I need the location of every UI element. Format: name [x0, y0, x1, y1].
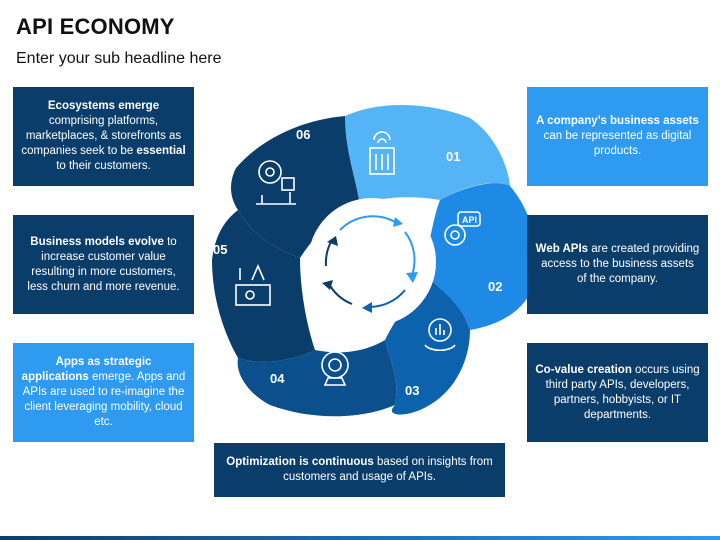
office-building-icon — [369, 131, 395, 175]
segment-number-05: 05 — [213, 242, 227, 257]
segment-number-02: 02 — [488, 279, 502, 294]
box-06-bold: Ecosystems emerge — [47, 100, 160, 112]
segment-number-04: 04 — [270, 371, 285, 386]
box-02-text: are created providing access to the busi… — [541, 243, 700, 285]
page-title: API ECONOMY — [16, 14, 175, 39]
box-03-text: occurs using third party APIs, developer… — [545, 363, 700, 421]
page-subtitle: Enter your sub headline here — [16, 50, 222, 67]
analytics-hand-icon — [424, 318, 456, 352]
text-box-01: A company’s business assets can be repre… — [527, 87, 708, 186]
box-01-bold: A company’s business assets — [536, 115, 699, 127]
text-box-03: Co-value creation occurs using third par… — [527, 343, 708, 442]
box-02-bold: Web APIs — [535, 243, 589, 255]
segment-01 — [345, 104, 510, 205]
segment-04 — [237, 340, 397, 417]
svg-text:API: API — [462, 215, 477, 225]
lightbulb-network-icon — [256, 160, 296, 205]
cycle-arrowheads — [322, 217, 418, 313]
business-tools-icon — [235, 263, 271, 306]
box-bottom-text: based on insights from customers and usa… — [283, 456, 493, 483]
text-box-02: Web APIs are created providing access to… — [527, 215, 708, 314]
text-box-06: Ecosystems emerge comprising platforms, … — [13, 87, 194, 186]
segment-number-03: 03 — [405, 383, 419, 398]
segment-number-06: 06 — [296, 127, 310, 142]
box-03-bold: Co-value creation — [535, 363, 632, 376]
box-04-text: emerge. Apps and APIs are used to re-ima… — [22, 371, 186, 428]
segment-05 — [212, 210, 315, 362]
box-04-bold: Apps as strategic applications — [21, 356, 152, 383]
box-05-bold: Business models evolve — [30, 235, 164, 248]
box-06-bold-2: essential — [136, 145, 186, 157]
bottom-accent-bar — [0, 536, 720, 540]
box-05-text: to increase customer value resulting in … — [27, 235, 180, 293]
box-bottom-bold: Optimization is continuous — [226, 456, 374, 468]
api-gear-icon: API — [444, 211, 481, 246]
box-01-text: can be represented as digital products. — [543, 130, 692, 157]
segment-number-01: 01 — [446, 149, 460, 164]
text-box-bottom: Optimization is continuous based on insi… — [214, 443, 505, 497]
text-box-04: Apps as strategic applications emerge. A… — [13, 343, 194, 442]
box-06-text-2: to their customers. — [56, 160, 151, 172]
text-box-05: Business models evolve to increase custo… — [13, 215, 194, 314]
gear-chess-icon — [321, 351, 349, 386]
box-06-text: comprising platforms, marketplaces, & st… — [21, 115, 182, 157]
segment-02 — [420, 183, 537, 330]
